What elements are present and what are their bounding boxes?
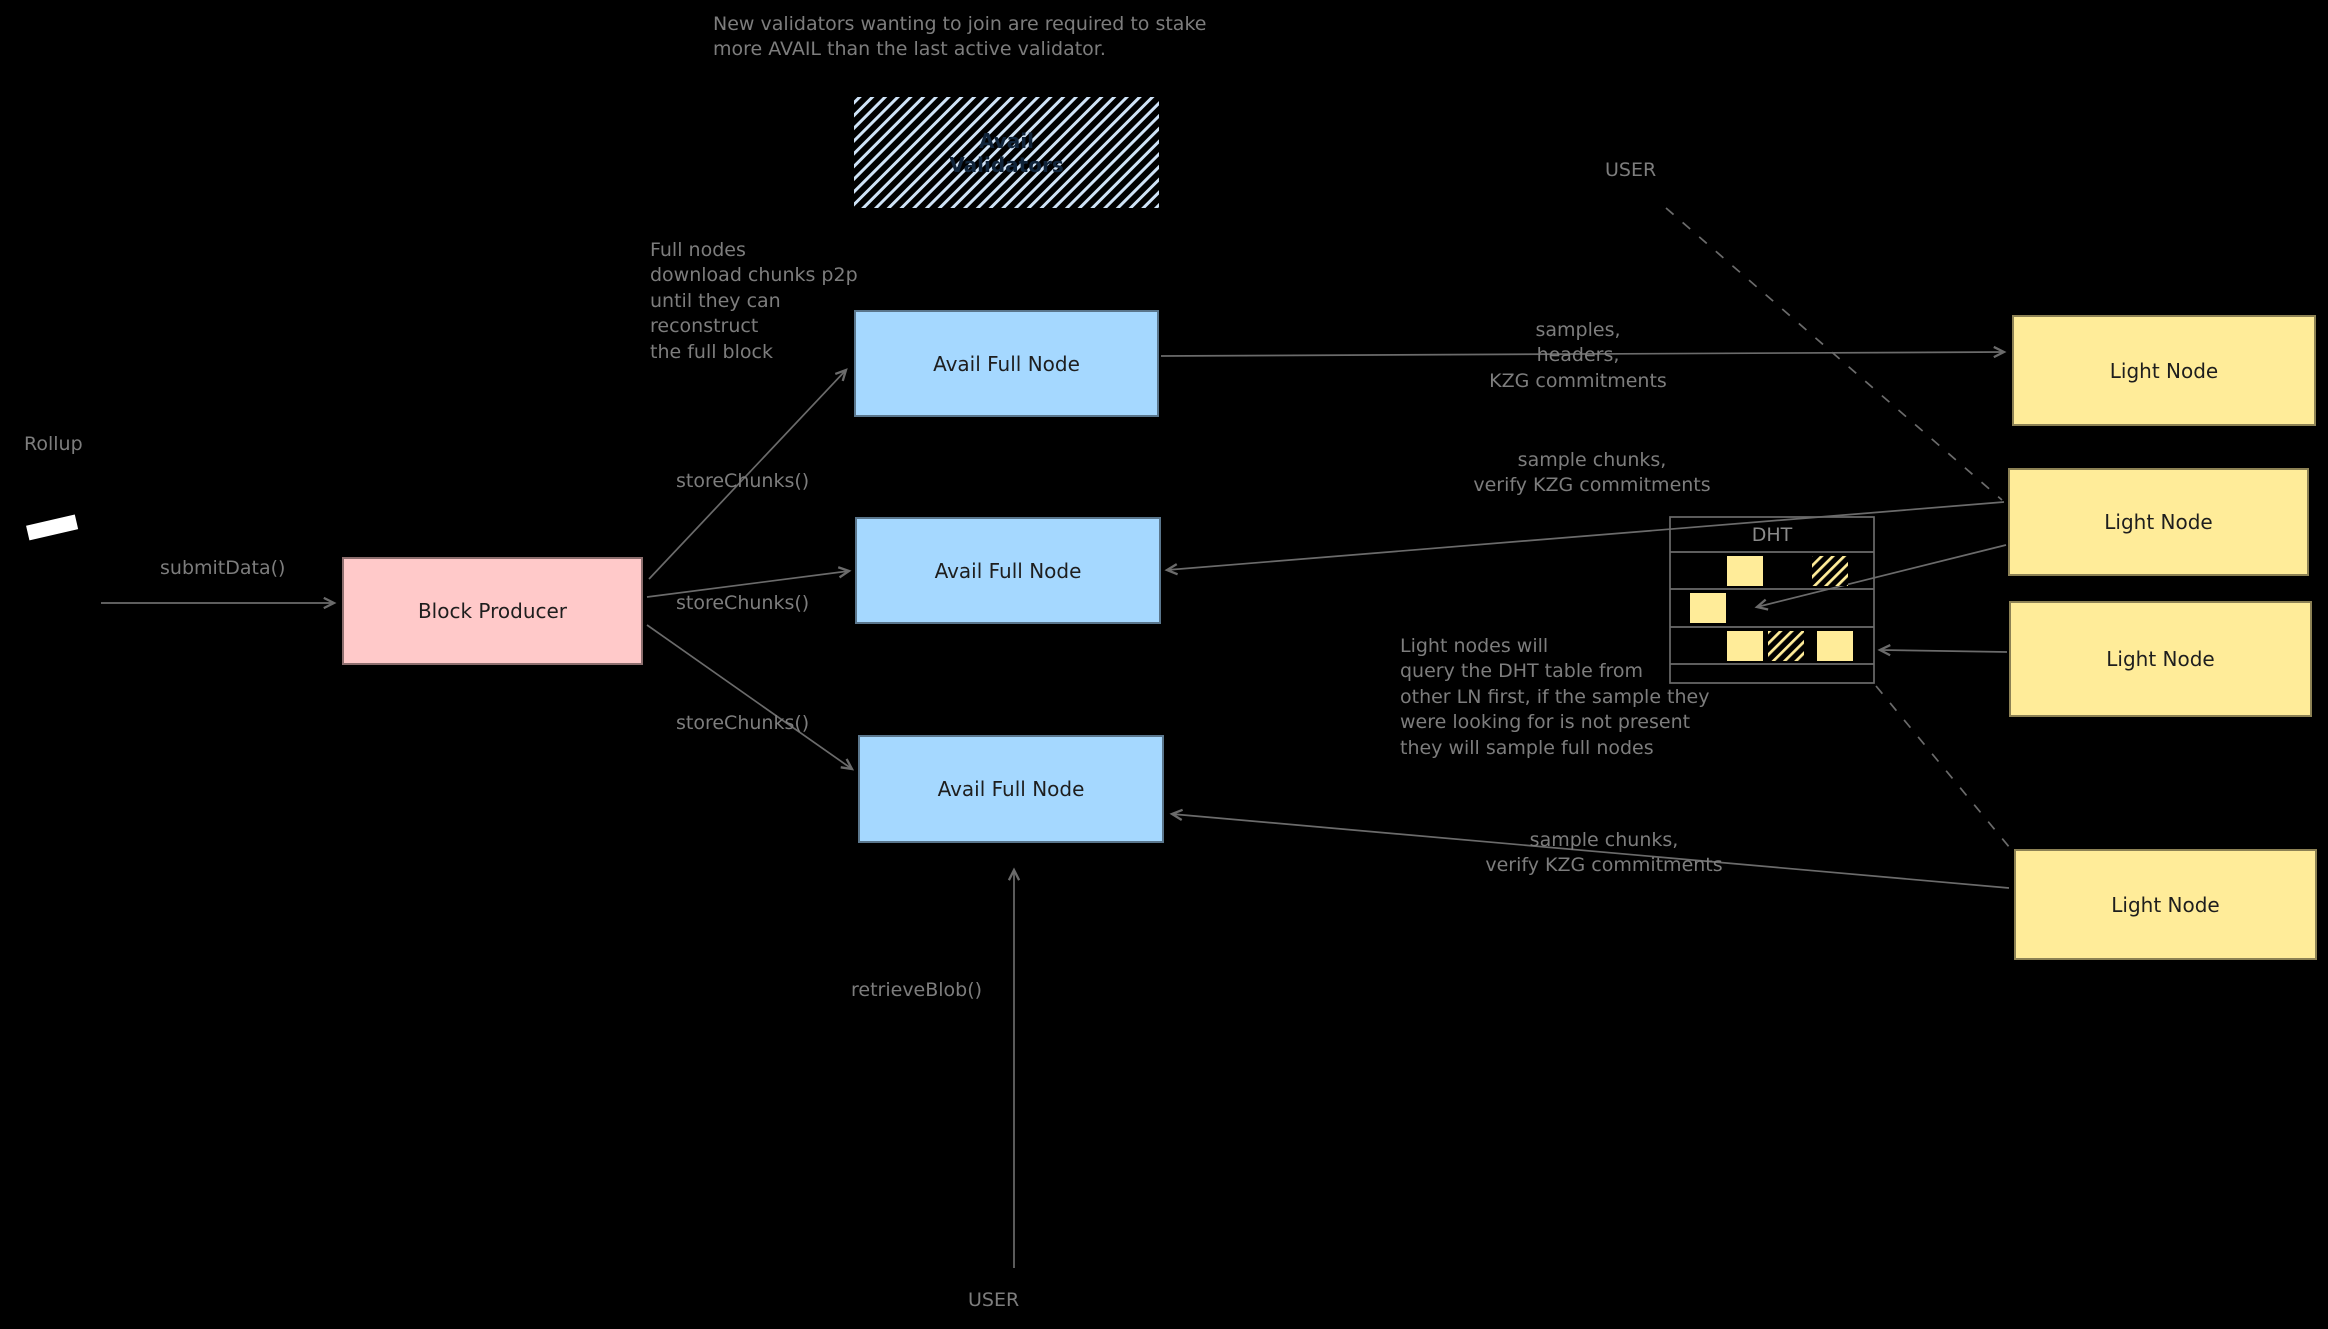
light-nodes-note: Light nodes will query the DHT table fro… bbox=[1400, 635, 1710, 759]
line-light-node-3-dht bbox=[1877, 644, 2008, 657]
arrow-samples-headers bbox=[1160, 345, 2007, 359]
dht-sample-cell bbox=[1690, 593, 1726, 623]
light-node-2: Light Node bbox=[2008, 468, 2309, 576]
avail-validators-label: Avail Validators bbox=[949, 128, 1064, 177]
avail-full-node-3: Avail Full Node bbox=[858, 735, 1164, 843]
avail-full-node-2: Avail Full Node bbox=[855, 517, 1161, 624]
arrow-sample-chunks-bottom bbox=[1169, 808, 2010, 889]
dht-sample-cell bbox=[1817, 631, 1853, 661]
retrieve-blob-label: retrieveBlob() bbox=[851, 979, 983, 1001]
light-node-3-label: Light Node bbox=[2106, 647, 2215, 671]
store-chunks-1-label: storeChunks() bbox=[676, 470, 810, 492]
avail-validators-box bbox=[854, 97, 1159, 208]
avail-full-node-1-label: Avail Full Node bbox=[933, 351, 1080, 376]
line-light-node-2-dht bbox=[1754, 544, 2007, 611]
user-top-label: USER bbox=[1605, 159, 1657, 181]
avail-validators-label-box: Avail Validators bbox=[854, 97, 1159, 208]
full-nodes-note: Full nodes download chunks p2p until the… bbox=[650, 239, 858, 363]
sample-chunks-top-label: sample chunks, verify KZG commitments bbox=[1473, 449, 1711, 497]
dht-table-outline bbox=[1669, 516, 1875, 684]
arrow-store-chunks-2 bbox=[646, 566, 852, 598]
arrow-store-chunks-1 bbox=[648, 368, 848, 580]
avail-full-node-1: Avail Full Node bbox=[854, 310, 1159, 417]
avail-full-node-2-label: Avail Full Node bbox=[934, 558, 1082, 583]
dashed-dht-light-node-4 bbox=[1875, 685, 2011, 849]
block-producer: Block Producer bbox=[342, 557, 643, 665]
store-chunks-3-label: storeChunks() bbox=[676, 712, 810, 734]
store-chunks-2-label: storeChunks() bbox=[676, 592, 810, 614]
light-node-1-label: Light Node bbox=[2109, 358, 2219, 383]
samples-headers-label: samples, headers, KZG commitments bbox=[1489, 319, 1667, 392]
avail-full-node-3-label: Avail Full Node bbox=[937, 777, 1085, 801]
rollup-label: Rollup bbox=[24, 433, 83, 455]
dht-sample-cell bbox=[1727, 556, 1763, 586]
dht-title: DHT bbox=[1751, 524, 1793, 546]
dht-hatched-cell bbox=[1812, 556, 1848, 586]
dashed-user-light-node-2 bbox=[1665, 207, 2003, 501]
light-node-2-label: Light Node bbox=[2104, 510, 2213, 534]
light-node-4-label: Light Node bbox=[2111, 892, 2220, 917]
rollup-shape bbox=[26, 514, 79, 541]
user-bottom-label: USER bbox=[968, 1289, 1020, 1311]
validators-note: New validators wanting to join are requi… bbox=[713, 13, 1207, 61]
sample-chunks-bottom-label: sample chunks, verify KZG commitments bbox=[1485, 829, 1723, 877]
arrow-sample-chunks-top bbox=[1164, 501, 2005, 576]
light-node-1: Light Node bbox=[2012, 315, 2316, 426]
arrow-store-chunks-3 bbox=[646, 624, 855, 771]
dht-hatched-cell bbox=[1768, 631, 1804, 661]
dht-sample-cell bbox=[1727, 631, 1763, 661]
light-node-4: Light Node bbox=[2014, 849, 2317, 960]
submit-data-label: submitData() bbox=[160, 557, 286, 579]
block-producer-label: Block Producer bbox=[417, 599, 568, 623]
light-node-3: Light Node bbox=[2009, 601, 2312, 717]
